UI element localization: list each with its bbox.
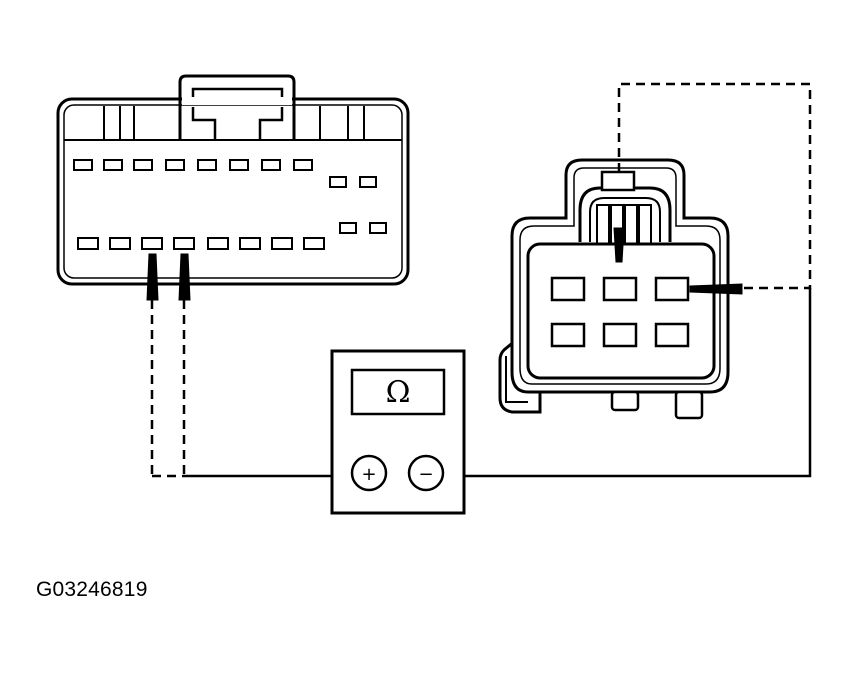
- right-connector-terminal-fingers: [596, 204, 652, 246]
- right-connector-foot: [674, 390, 704, 420]
- pin: [133, 159, 153, 171]
- pin: [103, 159, 123, 171]
- left-probes: [146, 253, 191, 301]
- pin: [73, 159, 93, 171]
- cavity: [602, 276, 638, 302]
- pin: [271, 237, 293, 250]
- right-connector: [498, 158, 730, 420]
- cavity: [550, 276, 586, 302]
- figure-id: G03246819: [36, 578, 148, 601]
- pin: [109, 237, 131, 250]
- left-connector: [56, 74, 410, 286]
- cavity: [654, 276, 690, 302]
- cavity: [550, 322, 586, 348]
- pin: [229, 159, 249, 171]
- right-probes: [613, 227, 743, 295]
- dashed-lead-3: [617, 82, 812, 290]
- pin: [293, 159, 313, 171]
- pin: [141, 237, 163, 250]
- pin: [339, 222, 357, 234]
- pin: [239, 237, 261, 250]
- probe-tip-2: [178, 253, 191, 301]
- positive-terminal: [350, 454, 388, 492]
- pin: [303, 237, 325, 250]
- ohmmeter-display: [350, 368, 446, 416]
- negative-label: −: [418, 464, 433, 485]
- pin: [359, 176, 377, 188]
- solid-lead-negative: [444, 288, 812, 478]
- ohmmeter: Ω + −: [330, 349, 466, 515]
- wiring: [150, 82, 812, 478]
- left-connector-pins: [73, 159, 387, 250]
- cavity: [654, 322, 690, 348]
- probe-tip-1: [146, 253, 159, 301]
- right-connector-foot: [610, 390, 640, 412]
- ohm-symbol: Ω: [386, 375, 411, 410]
- probe-tip-3: [613, 227, 625, 263]
- negative-terminal: [407, 454, 445, 492]
- cavity: [602, 322, 638, 348]
- pin: [329, 176, 347, 188]
- pin: [261, 159, 281, 171]
- pin: [165, 159, 185, 171]
- left-connector-ribs: [103, 106, 365, 140]
- positive-label: +: [361, 464, 376, 485]
- pin: [173, 237, 195, 250]
- right-connector-body: [526, 242, 716, 380]
- pin: [369, 222, 387, 234]
- pin: [77, 237, 99, 250]
- right-connector-top-terminal: [600, 170, 636, 192]
- probe-tip-4: [689, 283, 743, 295]
- left-connector-body: [56, 97, 410, 286]
- pin: [197, 159, 217, 171]
- pin: [207, 237, 229, 250]
